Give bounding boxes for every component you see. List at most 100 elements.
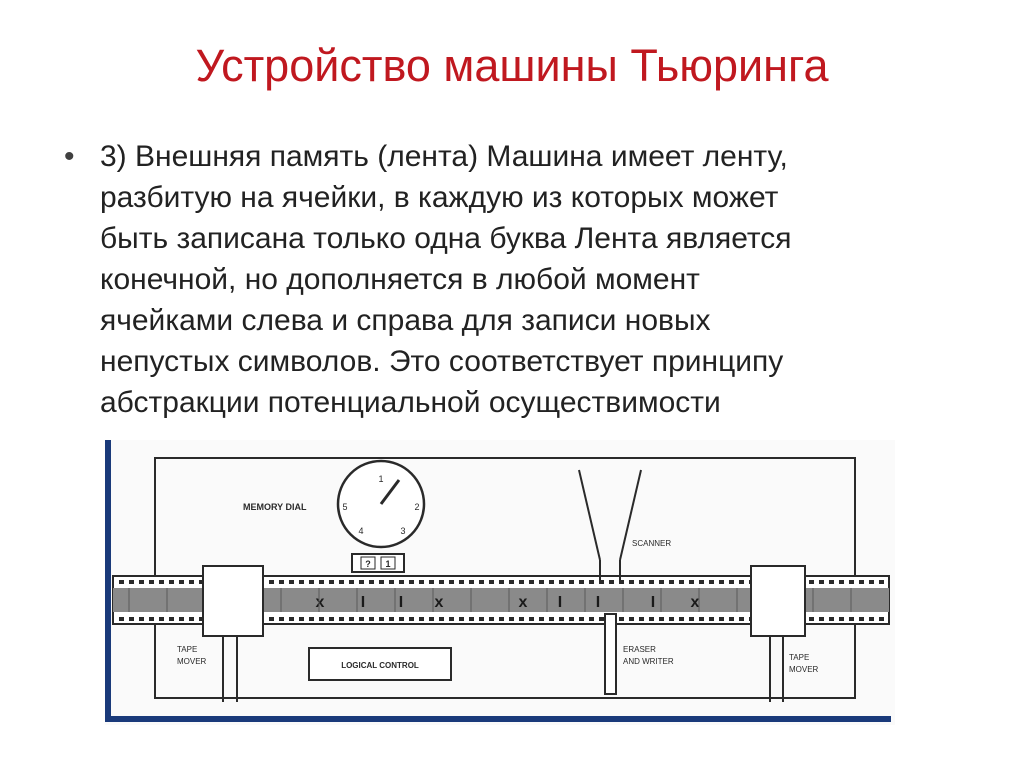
sprocket-hole xyxy=(349,580,354,584)
sprocket-hole xyxy=(439,617,444,621)
tape-cell-symbol: I xyxy=(651,594,655,611)
sprocket-hole xyxy=(559,617,564,621)
sprocket-hole xyxy=(279,617,284,621)
sprocket-hole xyxy=(299,580,304,584)
sprocket-hole xyxy=(519,580,524,584)
sprocket-hole xyxy=(589,617,594,621)
sprocket-hole xyxy=(679,617,684,621)
sprocket-hole xyxy=(269,617,274,621)
sprocket-hole xyxy=(419,617,424,621)
sprocket-hole xyxy=(729,617,734,621)
sprocket-hole xyxy=(449,580,454,584)
sprocket-hole xyxy=(849,580,854,584)
sprocket-hole xyxy=(719,617,724,621)
sprocket-hole xyxy=(429,580,434,584)
sprocket-hole xyxy=(169,617,174,621)
sprocket-hole xyxy=(289,580,294,584)
sprocket-hole xyxy=(189,617,194,621)
dial-number: 4 xyxy=(358,526,363,536)
sprocket-hole xyxy=(829,580,834,584)
sprocket-hole xyxy=(709,580,714,584)
sprocket-hole xyxy=(599,580,604,584)
bullet-line: быть записана только одна буква Лента яв… xyxy=(100,222,792,255)
sprocket-hole xyxy=(469,617,474,621)
sprocket-hole xyxy=(399,580,404,584)
sprocket-hole xyxy=(159,617,164,621)
sprocket-hole xyxy=(139,580,144,584)
sprocket-hole xyxy=(739,617,744,621)
sprocket-hole xyxy=(669,580,674,584)
sprocket-hole xyxy=(379,580,384,584)
sprocket-hole xyxy=(739,580,744,584)
sprocket-hole xyxy=(389,617,394,621)
bullet-line: разбитую на ячейки, в каждую из которых … xyxy=(100,181,779,214)
sprocket-hole xyxy=(369,617,374,621)
sprocket-hole xyxy=(809,617,814,621)
sprocket-hole xyxy=(329,580,334,584)
sprocket-hole xyxy=(499,580,504,584)
sprocket-hole xyxy=(199,617,204,621)
sprocket-hole xyxy=(569,580,574,584)
sprocket-hole xyxy=(329,617,334,621)
tape-cell-symbol: I xyxy=(596,594,600,611)
sprocket-hole xyxy=(349,617,354,621)
sprocket-hole xyxy=(289,617,294,621)
sprocket-hole xyxy=(549,617,554,621)
sprocket-hole xyxy=(409,617,414,621)
sprocket-hole xyxy=(639,580,644,584)
sprocket-hole xyxy=(179,617,184,621)
sprocket-hole xyxy=(309,580,314,584)
tape-cell-symbol: x xyxy=(435,594,444,611)
sprocket-hole xyxy=(459,617,464,621)
sprocket-hole xyxy=(439,580,444,584)
sprocket-hole xyxy=(869,580,874,584)
figure-frame-bottom xyxy=(105,716,891,722)
sprocket-hole xyxy=(719,580,724,584)
sprocket-hole xyxy=(429,617,434,621)
sprocket-hole xyxy=(139,617,144,621)
counter-display xyxy=(351,553,405,573)
sprocket-hole xyxy=(299,617,304,621)
tape-sprocket-holes xyxy=(119,580,884,621)
sprocket-hole xyxy=(199,580,204,584)
sprocket-hole xyxy=(479,617,484,621)
bullet-line: 3) Внешняя память (лента) Машина имеет л… xyxy=(100,140,788,173)
memory-dial-label: MEMORY DIAL xyxy=(243,502,307,512)
sprocket-hole xyxy=(369,580,374,584)
dial-hand xyxy=(379,479,401,505)
tape-cell-symbol: I xyxy=(558,594,562,611)
sprocket-hole xyxy=(529,617,534,621)
dial-number: 5 xyxy=(342,502,347,512)
sprocket-hole xyxy=(609,580,614,584)
sprocket-hole xyxy=(319,580,324,584)
scanner-line-right xyxy=(619,469,642,561)
tape-mover-right-label: MOVER xyxy=(789,665,819,674)
sprocket-hole xyxy=(409,580,414,584)
counter-digit-box xyxy=(360,556,376,570)
sprocket-hole xyxy=(469,580,474,584)
sprocket-hole xyxy=(169,580,174,584)
sprocket-hole xyxy=(859,617,864,621)
sprocket-hole xyxy=(119,580,124,584)
sprocket-hole xyxy=(159,580,164,584)
sprocket-hole xyxy=(689,580,694,584)
sprocket-hole xyxy=(419,580,424,584)
sprocket-hole xyxy=(189,580,194,584)
sprocket-hole xyxy=(709,617,714,621)
sprocket-hole xyxy=(569,617,574,621)
sprocket-hole xyxy=(179,580,184,584)
sprocket-hole xyxy=(589,580,594,584)
tape-mover-right-box xyxy=(750,565,806,637)
sprocket-hole xyxy=(879,580,884,584)
sprocket-hole xyxy=(839,617,844,621)
logical-control-label: LOGICAL CONTROL xyxy=(341,661,419,670)
sprocket-hole xyxy=(489,617,494,621)
sprocket-hole xyxy=(579,580,584,584)
logical-control-box xyxy=(308,647,452,681)
sprocket-hole xyxy=(529,580,534,584)
scanner-line-left xyxy=(578,469,601,561)
dial-number: 2 xyxy=(414,502,419,512)
sprocket-hole xyxy=(399,617,404,621)
